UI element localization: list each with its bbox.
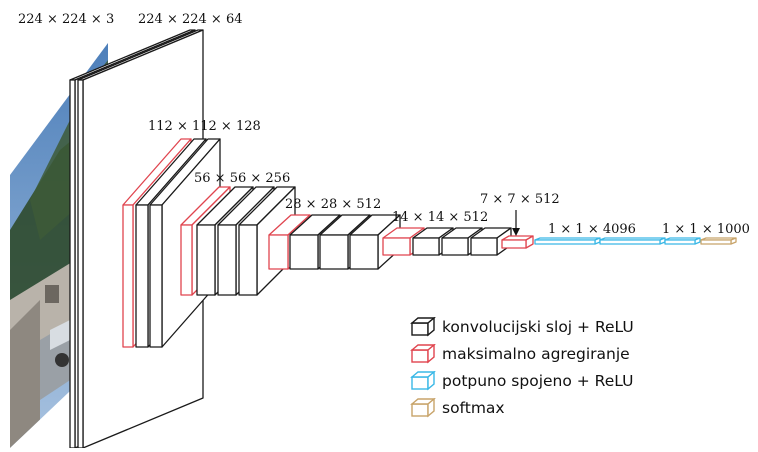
softmax-box-icon: [410, 397, 436, 417]
legend-label-softmax: softmax: [442, 398, 505, 417]
legend-item-pool: maksimalno agregiranje: [410, 340, 634, 367]
legend-item-softmax: softmax: [410, 394, 634, 421]
legend-item-fc: potpuno spojeno + ReLU: [410, 367, 634, 394]
legend-item-conv: konvolucijski sloj + ReLU: [410, 313, 634, 340]
dim-label-fc: 1 × 1 × 4096: [548, 222, 636, 237]
dim-label-conv2: 112 × 112 × 128: [148, 119, 261, 134]
legend-label-fc: potpuno spojeno + ReLU: [442, 371, 634, 390]
legend-label-conv: konvolucijski sloj + ReLU: [442, 317, 634, 336]
pool-box-icon: [410, 343, 436, 363]
dim-label-pool5: 7 × 7 × 512: [480, 192, 560, 207]
dim-label-conv1: 224 × 224 × 64: [138, 12, 243, 27]
dim-label-softmax: 1 × 1 × 1000: [662, 222, 750, 237]
fc3-block: [664, 237, 701, 245]
legend-label-pool: maksimalno agregiranje: [442, 344, 630, 363]
softmax-block: [700, 237, 737, 245]
fc2-block: [599, 237, 666, 245]
dim-label-conv4: 28 × 28 × 512: [285, 197, 382, 212]
conv-box-icon: [410, 316, 436, 336]
fc-box-icon: [410, 370, 436, 390]
pool5-pointer-arrow: [512, 210, 520, 236]
fc1-block: [534, 237, 601, 245]
pool5-block: [501, 235, 534, 249]
dim-label-conv3: 56 × 56 × 256: [194, 171, 291, 186]
legend: konvolucijski sloj + ReLU maksimalno agr…: [410, 313, 634, 421]
dim-label-input: 224 × 224 × 3: [18, 12, 115, 27]
dim-label-conv5: 14 × 14 × 512: [392, 210, 489, 225]
